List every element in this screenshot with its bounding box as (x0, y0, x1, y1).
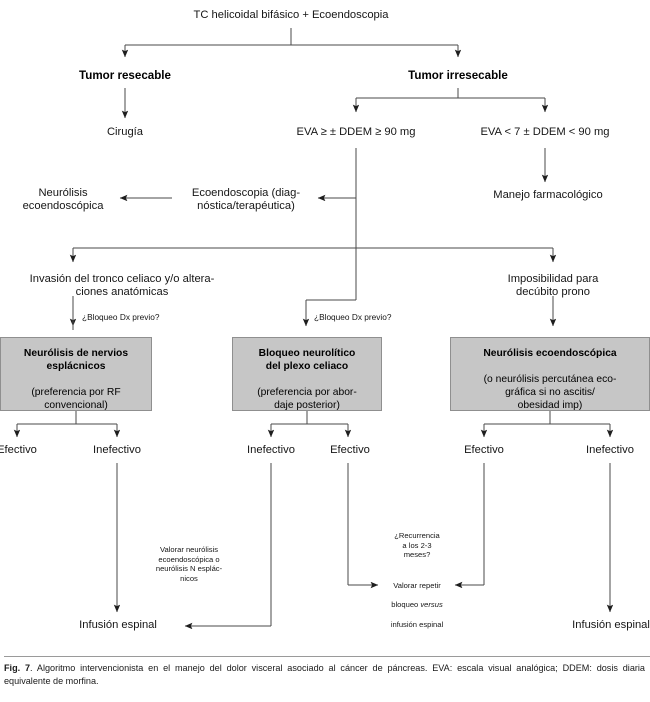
node-cirugia: Cirugía (106, 126, 144, 138)
box-celiac-title: Bloqueo neurolítico del plexo celiaco (258, 348, 356, 373)
node-inefectivo-3: Inefectivo (586, 444, 634, 456)
caption-body: Fig. 7. Algoritmo intervencionista en el… (2, 662, 648, 688)
node-inefectivo-2: Inefectivo (247, 444, 295, 456)
box-splanchnic-subtitle: (preferencia por RF convencional) (31, 386, 121, 411)
node-ecoendoscopia: Ecoendoscopia (diag- nóstica/terapéutica… (191, 187, 301, 213)
caption-divider (4, 656, 650, 657)
node-eva-low: EVA < 7 ± DDEM < 90 mg (480, 126, 610, 138)
figure-caption-text: . Algoritmo intervencionista en el manej… (4, 663, 645, 686)
node-efectivo-1: Efectivo (0, 444, 37, 456)
label-bloqueo-dx-previo-mid: ¿Bloqueo Dx previo? (314, 312, 392, 322)
flowchart-canvas: TC helicoidal bifásico + Ecoendoscopia T… (0, 9, 650, 631)
box-neurolisis-nervios-esplacnicos[interactable]: Neurólisis de nervios esplácnicos (prefe… (0, 337, 152, 411)
note-valorar-repetir-line2a: bloqueo (391, 600, 421, 610)
node-neurolisis-ecoendoscopica: Neurólisis ecoendoscópica (22, 187, 104, 213)
node-inefectivo-1: Inefectivo (93, 444, 141, 456)
box-bloqueo-neurolitico-plexo-celiaco[interactable]: Bloqueo neurolítico del plexo celiaco (p… (232, 337, 382, 411)
node-infusion-espinal-left: Infusión espinal (79, 619, 157, 631)
node-manejo-farmacologico: Manejo farmacológico (493, 189, 603, 201)
box-eus-title: Neurólisis ecoendoscópica (483, 348, 617, 360)
node-eva-high: EVA ≥ ± DDEM ≥ 90 mg (296, 126, 416, 138)
note-valorar-repetir-line1: Valorar repetir (393, 580, 441, 590)
note-valorar-repetir: Valorar repetir bloqueo versus infusión … (378, 571, 456, 629)
node-root: TC helicoidal bifásico + Ecoendoscopia (193, 9, 389, 21)
box-neurolisis-ecoendoscopica[interactable]: Neurólisis ecoendoscópica (o neurólisis … (450, 337, 650, 411)
node-invasion-tronco-celiaco: Invasión del tronco celiaco y/o altera- … (29, 273, 215, 299)
flowchart-connectors (13, 28, 614, 630)
node-efectivo-3: Efectivo (464, 444, 504, 456)
note-valorar-neurolisis: Valorar neurólisis ecoendoscópica o neur… (155, 545, 223, 584)
figure-label: Fig. 7 (4, 663, 31, 673)
box-celiac-subtitle: (preferencia por abor- daje posterior) (257, 386, 357, 411)
label-bloqueo-dx-previo-left: ¿Bloqueo Dx previo? (82, 312, 160, 322)
note-recurrencia: ¿Recurrencia a los 2-3 meses? (394, 531, 440, 560)
node-efectivo-2: Efectivo (330, 444, 370, 456)
box-splanchnic-title: Neurólisis de nervios esplácnicos (23, 348, 129, 373)
node-tumor-resecable: Tumor resecable (79, 69, 171, 82)
note-valorar-repetir-line3: infusión espinal (390, 619, 444, 629)
figure-caption: Fig. 7. Algoritmo intervencionista en el… (0, 645, 650, 702)
note-valorar-repetir-versus: versus (420, 600, 443, 610)
node-infusion-espinal-right: Infusión espinal (572, 619, 650, 631)
node-imposibilidad-decubito: Imposibilidad para decúbito prono (507, 273, 599, 299)
box-eus-subtitle: (o neurólisis percutánea eco- gráfica si… (483, 374, 617, 411)
node-tumor-irresecable: Tumor irresecable (408, 69, 508, 82)
